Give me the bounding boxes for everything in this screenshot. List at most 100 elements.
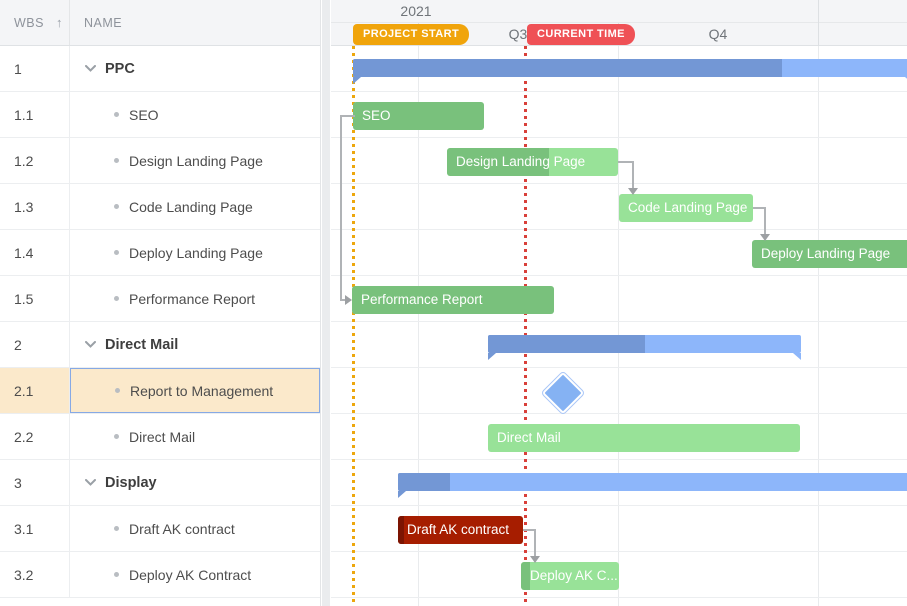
dependency-arrow-icon [760, 234, 770, 241]
name-cell[interactable]: Code Landing Page [70, 184, 320, 229]
name-header-label: NAME [84, 15, 123, 30]
task-bar-label: Direct Mail [497, 430, 561, 445]
bullet-icon [114, 112, 119, 117]
task-name: Report to Management [130, 382, 274, 399]
grid-header: WBS ↑ NAME [0, 0, 320, 46]
bullet-icon [114, 572, 119, 577]
wbs-value: 3.2 [14, 566, 34, 583]
name-cell[interactable]: Report to Management [70, 368, 320, 413]
wbs-value: 2.1 [14, 382, 34, 399]
grid-row[interactable]: 2 Direct Mail [0, 322, 320, 368]
task-name: Design Landing Page [129, 152, 263, 169]
wbs-value: 1.2 [14, 152, 34, 169]
chart-row-line [331, 321, 907, 322]
project-start-line [352, 46, 355, 606]
project-start-badge: PROJECT START [353, 24, 470, 45]
summary-right-wing [905, 77, 907, 84]
task-name: Draft AK contract [129, 520, 235, 537]
wbs-header-label: WBS [14, 15, 44, 30]
milestone-diamond[interactable] [541, 371, 585, 415]
name-cell[interactable]: Draft AK contract [70, 506, 320, 551]
dependency-link-line [534, 529, 536, 558]
task-bar[interactable]: SEO [353, 102, 484, 130]
task-bar[interactable]: Draft AK contract [398, 516, 523, 544]
dependency-link-line [340, 115, 342, 301]
task-name: Deploy Landing Page [129, 244, 263, 261]
task-bar-label: Deploy Landing Page [761, 246, 891, 261]
task-bar[interactable]: Code Landing Page [619, 194, 753, 222]
chart-row-line [331, 183, 907, 184]
name-cell[interactable]: SEO [70, 92, 320, 137]
dependency-link-line [340, 115, 355, 117]
chart-row-line [331, 229, 907, 230]
wbs-value: 3 [14, 474, 22, 491]
task-bar[interactable]: Direct Mail [488, 424, 800, 452]
grid-row[interactable]: 1.5 Performance Report [0, 276, 320, 322]
dependency-link-line [340, 299, 346, 301]
summary-progress [353, 59, 782, 77]
wbs-value: 1.5 [14, 290, 34, 307]
sort-asc-icon[interactable]: ↑ [55, 15, 63, 30]
summary-progress [398, 473, 450, 491]
wbs-value: 1.3 [14, 198, 34, 215]
quarter-label: Q3 [508, 26, 528, 42]
grid-row[interactable]: 1.2 Design Landing Page [0, 138, 320, 184]
task-bar[interactable]: Performance Report [352, 286, 554, 314]
grid-row[interactable]: 1.3 Code Landing Page [0, 184, 320, 230]
task-name: PPC [105, 60, 135, 77]
chevron-down-icon[interactable] [85, 65, 96, 72]
bullet-icon [114, 296, 119, 301]
year-label: 2021 [400, 3, 432, 19]
task-name: SEO [129, 106, 159, 123]
bullet-icon [114, 158, 119, 163]
summary-bar[interactable] [398, 473, 907, 498]
wbs-cell: 2.2 [0, 414, 70, 459]
bullet-icon [114, 204, 119, 209]
chart-row-line [331, 551, 907, 552]
task-name: Performance Report [129, 290, 256, 307]
grid-row[interactable]: 2.2 Direct Mail [0, 414, 320, 460]
task-bar-label: Deploy AK C... [530, 568, 618, 583]
chart-row-line [331, 275, 907, 276]
grid-row[interactable]: 1 PPC [0, 46, 320, 92]
name-cell[interactable]: Performance Report [70, 276, 320, 321]
name-cell[interactable]: Direct Mail [70, 414, 320, 459]
task-progress [521, 562, 530, 590]
grid-row[interactable]: 2.1 Report to Management [0, 368, 320, 414]
grid-row[interactable]: 3 Display [0, 460, 320, 506]
wbs-value: 2 [14, 336, 22, 353]
summary-bar[interactable] [488, 335, 801, 360]
name-cell[interactable]: Deploy AK Contract [70, 552, 320, 597]
column-header-wbs[interactable]: WBS ↑ [0, 0, 70, 45]
grid-timeline-splitter[interactable] [322, 0, 330, 606]
quarter-label: Q4 [708, 26, 728, 42]
chevron-down-icon[interactable] [85, 479, 96, 486]
name-cell[interactable]: Deploy Landing Page [70, 230, 320, 275]
task-bar-label: Draft AK contract [407, 522, 510, 537]
wbs-value: 2.2 [14, 428, 34, 445]
name-cell[interactable]: Direct Mail [70, 322, 320, 367]
grid-row[interactable]: 3.2 Deploy AK Contract [0, 552, 320, 598]
name-cell[interactable]: Design Landing Page [70, 138, 320, 183]
task-bar[interactable]: Design Landing Page [447, 148, 618, 176]
task-bar[interactable]: Deploy AK C... [521, 562, 619, 590]
column-header-name[interactable]: NAME [70, 0, 320, 45]
task-bar-label: Design Landing Page [456, 154, 586, 169]
task-bar[interactable]: Deploy Landing Page [752, 240, 907, 268]
name-cell[interactable]: Display [70, 460, 320, 505]
wbs-cell: 1.3 [0, 184, 70, 229]
summary-left-wing [488, 353, 496, 360]
chevron-down-icon[interactable] [85, 341, 96, 348]
wbs-cell: 1 [0, 46, 70, 91]
chart-column-line [818, 46, 819, 606]
name-cell[interactable]: PPC [70, 46, 320, 91]
summary-bar[interactable] [353, 59, 907, 84]
